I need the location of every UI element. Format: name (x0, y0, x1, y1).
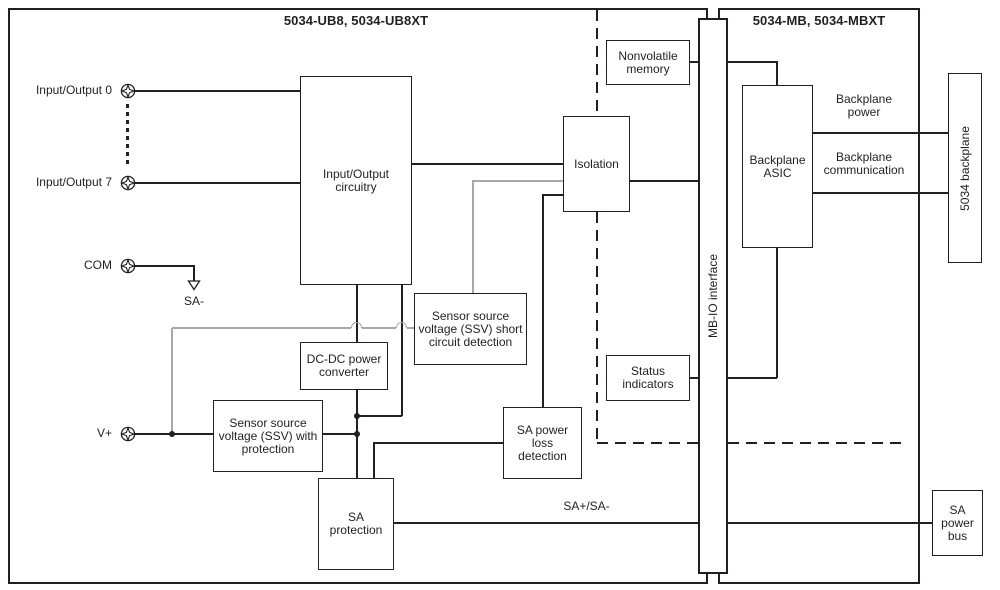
block-label: Isolation (574, 156, 619, 171)
junction-dot (169, 431, 175, 437)
terminal-screw-icon (120, 83, 136, 99)
isolation-boundary-dashed-top (596, 10, 598, 116)
wire-label-backplane-power: Backplane power (835, 92, 893, 119)
wire-isolation-to-mbio (630, 180, 698, 182)
block-label: SA power loss detection (516, 422, 569, 463)
wire-io-to-dcdc (356, 285, 358, 342)
block-label: DC-DC power converter (306, 352, 382, 379)
wire-hop (396, 322, 407, 328)
block-io-circuitry: Input/Output circuitry (300, 76, 412, 285)
wire-sa-bus-left (394, 522, 698, 524)
isolation-boundary-dashed-h1 (597, 442, 698, 444)
wire-branch-h (356, 415, 402, 417)
wire-sa-bus-right (728, 522, 932, 524)
terminal-screw-icon (120, 175, 136, 191)
block-label: Input/Output circuitry (322, 166, 390, 194)
wire-com-drop (193, 265, 195, 282)
wire-branch-v (401, 285, 403, 416)
terminal-label-vplus: V+ (96, 426, 112, 440)
wire-hop (351, 322, 362, 328)
wire-asic-to-mbio-h (728, 377, 777, 379)
block-ssv-short-circuit-detection: Sensor source voltage (SSV) short circui… (414, 293, 527, 365)
wire-nvm-to-mbio (690, 61, 698, 63)
wire-mbio-to-asic-v (776, 61, 778, 86)
terminal-ellipsis-dashed (126, 104, 129, 168)
block-ssv-with-protection: Sensor source voltage (SSV) with protect… (213, 400, 323, 472)
wire-saloss-to-isolation-v (542, 194, 544, 407)
block-dc-dc-power-converter: DC-DC power converter (300, 342, 388, 390)
wire-saloss-to-isolation-h (543, 194, 564, 196)
wire-io7 (135, 182, 300, 184)
junction-dot (354, 431, 360, 437)
block-nonvolatile-memory: Nonvolatile memory (606, 40, 690, 85)
wire-label-sa-minus: SA- (183, 294, 204, 308)
block-label: 5034 backplane (957, 125, 972, 211)
terminal-screw-icon (120, 426, 136, 442)
isolation-boundary-dashed-mid (596, 212, 598, 442)
wire-status-to-mbio (690, 377, 698, 379)
block-label: MB-IO interface (706, 253, 720, 339)
wire-backplane-communication (813, 192, 948, 194)
terminal-label-com: COM (84, 258, 112, 272)
gray-wire-ssvshort-to-isolation-v (472, 180, 474, 293)
block-label: Nonvolatile memory (618, 48, 678, 76)
block-label: Status indicators (622, 364, 674, 391)
block-status-indicators: Status indicators (606, 355, 690, 401)
wire-backplane-power (813, 132, 948, 134)
block-label: SA power bus (941, 502, 974, 543)
wire-mbio-to-asic-h (728, 61, 777, 63)
block-label: Sensor source voltage (SSV) with protect… (218, 415, 318, 456)
left-section-title: 5034-UB8, 5034-UB8XT (283, 13, 429, 28)
gray-wire-ssvshort-to-isolation-h (473, 180, 563, 182)
right-section-title: 5034-MB, 5034-MBXT (752, 13, 886, 28)
terminal-label-io7: Input/Output 7 (35, 175, 112, 189)
block-isolation: Isolation (563, 116, 630, 212)
block-5034-backplane: 5034 backplane (948, 73, 982, 263)
wire-saloss-to-saprot-v (373, 442, 375, 478)
block-sa-power-loss-detection: SA power loss detection (503, 407, 582, 479)
sa-minus-ground-icon (187, 280, 201, 291)
block-sa-protection: SA protection (318, 478, 394, 570)
gray-wire-vplus-up (171, 328, 173, 434)
gray-wire-vplus-h1 (172, 327, 351, 329)
block-label: SA protection (329, 510, 383, 537)
gray-wire-vplus-h2 (362, 327, 396, 329)
junction-dot (354, 413, 360, 419)
wire-asic-down-v (776, 248, 778, 378)
isolation-boundary-dashed-h2 (728, 442, 902, 444)
wire-label-sa-plus-minus: SA+/SA- (563, 499, 610, 513)
wire-io-circuitry-to-isolation (412, 163, 563, 165)
wire-ssv-to-chain (323, 433, 357, 435)
wire-io0 (135, 90, 300, 92)
wire-com (135, 265, 194, 267)
block-mb-io-interface: MB-IO interface (698, 18, 728, 574)
wire-saprot-to-saloss-h (374, 442, 503, 444)
gray-wire-vplus-h3 (407, 327, 415, 329)
terminal-screw-icon (120, 258, 136, 274)
block-label: Backplane ASIC (749, 152, 806, 180)
terminal-label-io0: Input/Output 0 (35, 83, 112, 97)
wire-label-backplane-communication: Backplane communication (823, 150, 905, 177)
block-label: Sensor source voltage (SSV) short circui… (418, 308, 523, 349)
block-backplane-asic: Backplane ASIC (742, 85, 813, 248)
block-sa-power-bus: SA power bus (932, 490, 983, 556)
